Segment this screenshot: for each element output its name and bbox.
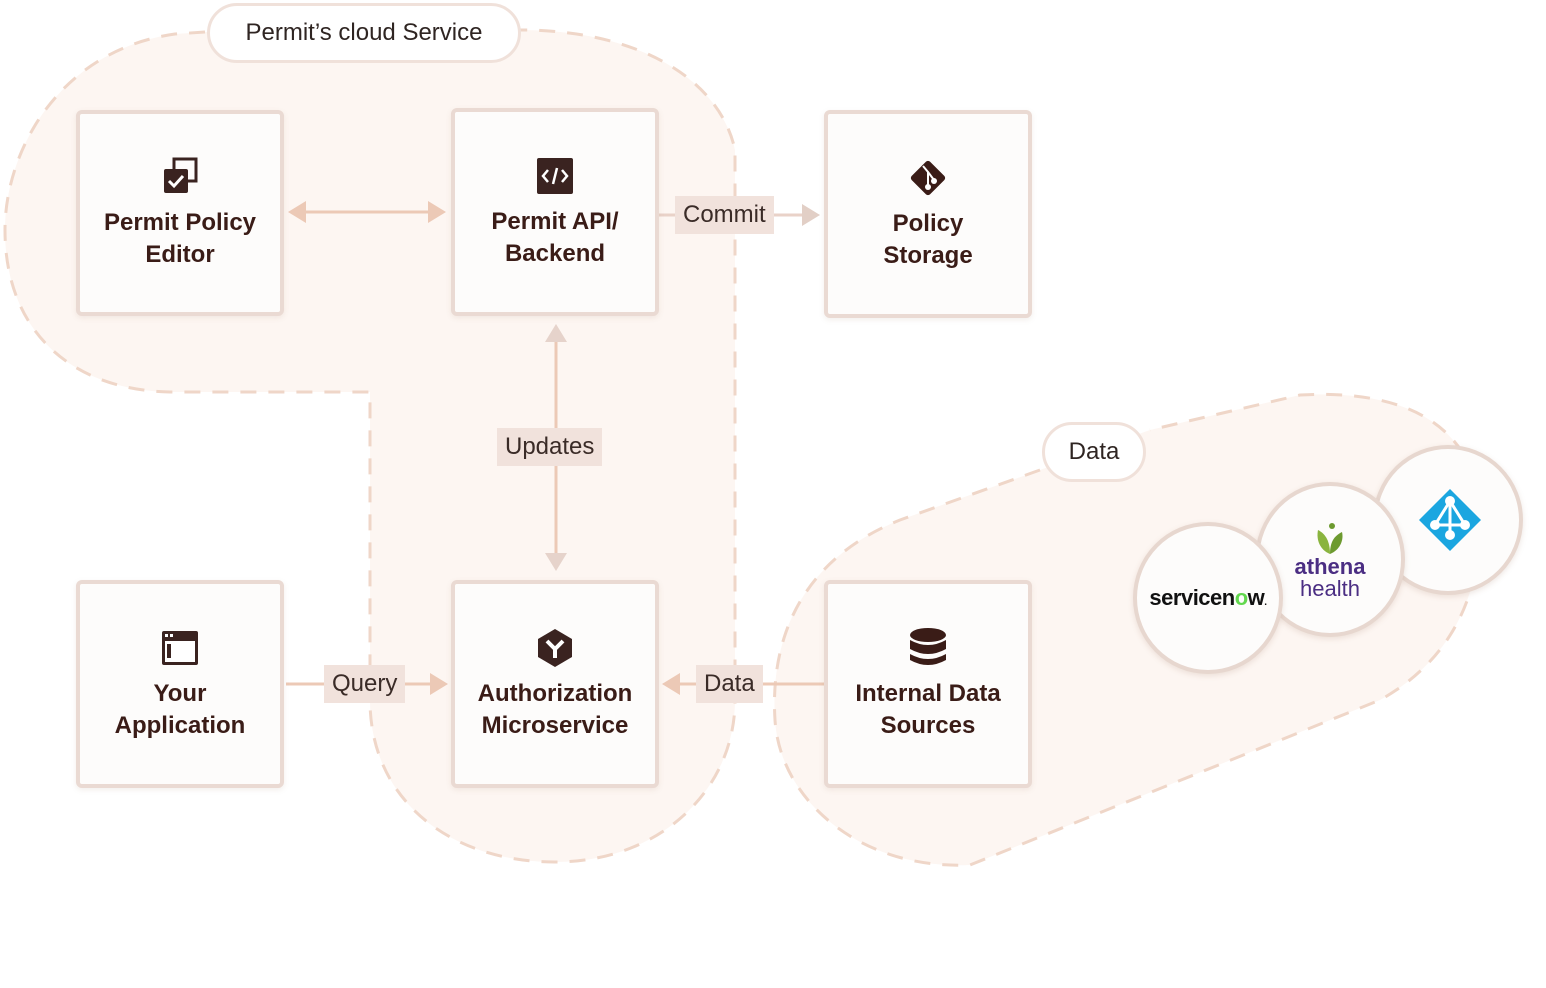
node-label: Internal Data Sources — [855, 680, 1001, 739]
edge-label-updates: Updates — [497, 428, 603, 466]
edge-label-data: Data — [696, 665, 763, 703]
hexagon-y-icon — [538, 629, 572, 667]
app-window-icon — [162, 631, 198, 665]
cloud-service-title-text: Permit’s cloud Service — [245, 19, 483, 46]
servicenow-text-a: servicen — [1149, 585, 1235, 610]
data-region-title-text: Data — [1068, 438, 1120, 465]
database-icon — [910, 628, 946, 665]
node-policy-storage[interactable]: Policy Storage — [824, 110, 1032, 318]
node-internal-data-sources[interactable]: Internal Data Sources — [824, 580, 1032, 788]
athena-leaf-icon — [1317, 522, 1343, 554]
node-permit-policy-editor[interactable]: Permit Policy Editor — [76, 110, 284, 316]
edge-label-commit: Commit — [675, 196, 774, 234]
node-label: Permit Policy Editor — [103, 209, 257, 268]
node-label: Policy Storage — [883, 210, 973, 269]
servicenow-wordmark: servicenow. — [1149, 585, 1267, 611]
servicenow-mark: . — [1264, 597, 1267, 608]
servicenow-text-o: o — [1234, 585, 1248, 610]
athena-line1: athena — [1294, 553, 1366, 579]
azure-active-directory-icon — [1419, 489, 1481, 551]
node-label: Permit API/ Backend — [491, 208, 619, 267]
edge-label-query: Query — [324, 665, 406, 703]
git-icon — [910, 160, 946, 196]
node-label: Authorization Microservice — [477, 680, 633, 739]
copy-check-icon — [164, 157, 198, 193]
node-your-application[interactable]: Your Application — [76, 580, 284, 788]
editor-api-arrow — [288, 201, 446, 223]
node-label: Your Application — [114, 680, 246, 739]
servicenow-text-b: w — [1247, 585, 1265, 610]
cloud-service-title: Permit’s cloud Service — [207, 3, 521, 63]
code-icon — [537, 158, 573, 194]
athena-line2: health — [1300, 575, 1360, 601]
data-region-title: Data — [1042, 422, 1146, 482]
logo-servicenow[interactable]: servicenow. — [1133, 522, 1283, 674]
node-authorization-microservice[interactable]: Authorization Microservice — [451, 580, 659, 788]
node-permit-api-backend[interactable]: Permit API/ Backend — [451, 108, 659, 316]
